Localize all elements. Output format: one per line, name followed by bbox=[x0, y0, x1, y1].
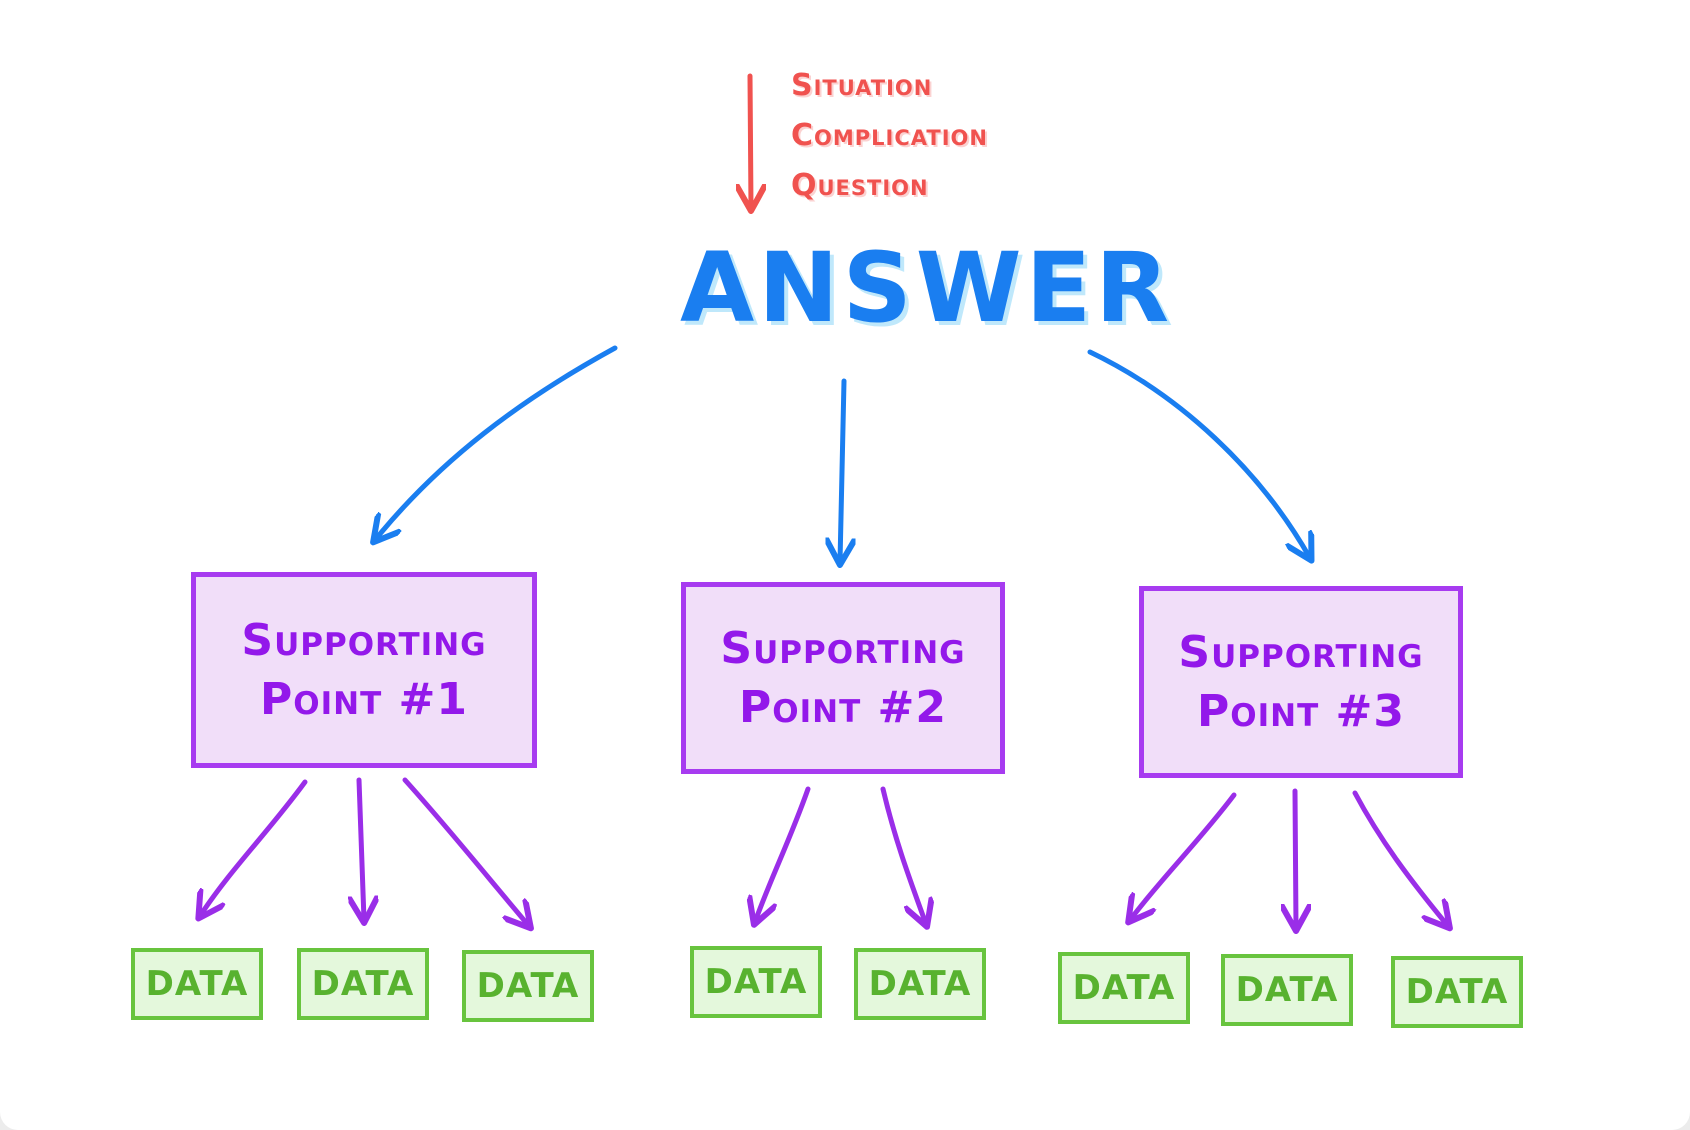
point-2-data-1: DATA bbox=[690, 946, 822, 1018]
point-1-to-data-3-arrow bbox=[402, 777, 529, 926]
intro-arrow bbox=[750, 73, 751, 208]
point-3-to-data-1-arrow bbox=[1130, 792, 1237, 920]
supporting-point-2-line1: Supporting bbox=[720, 622, 966, 674]
point-1-to-data-2-arrow bbox=[359, 777, 364, 920]
supporting-point-1-line2: Point #1 bbox=[259, 674, 469, 725]
point-3-to-data-2-arrow bbox=[1295, 788, 1296, 928]
answer-to-point-3-arrow bbox=[1087, 349, 1310, 558]
intro-question: Question bbox=[791, 168, 929, 203]
point-1-to-data-1-arrow bbox=[200, 779, 308, 916]
answer-to-point-2-arrow bbox=[840, 378, 844, 562]
point-1-data-3: DATA bbox=[462, 950, 594, 1022]
answer-label: ANSWER bbox=[680, 232, 1174, 344]
point-3-to-data-3-arrow bbox=[1352, 790, 1448, 926]
point-2-to-data-1-arrow bbox=[755, 786, 811, 922]
point-3-data-1: DATA bbox=[1058, 952, 1190, 1024]
point-3-data-2: DATA bbox=[1221, 954, 1353, 1026]
supporting-point-2-line2: Point #2 bbox=[738, 682, 948, 733]
answer-to-point-1-arrow bbox=[375, 345, 618, 540]
supporting-point-2: Supporting Point #2 bbox=[681, 582, 1005, 774]
supporting-point-1: Supporting Point #1 bbox=[191, 572, 537, 768]
point-3-data-3: DATA bbox=[1391, 956, 1523, 1028]
supporting-point-3: Supporting Point #3 bbox=[1139, 586, 1463, 778]
intro-situation: Situation bbox=[791, 68, 933, 103]
point-1-data-1: DATA bbox=[131, 948, 263, 1020]
point-2-data-2: DATA bbox=[854, 948, 986, 1020]
supporting-point-3-line1: Supporting bbox=[1178, 626, 1424, 678]
supporting-point-1-line1: Supporting bbox=[241, 614, 487, 666]
point-1-data-2: DATA bbox=[297, 948, 429, 1020]
point-2-to-data-2-arrow bbox=[880, 786, 926, 924]
intro-complication: Complication bbox=[791, 118, 988, 153]
supporting-point-3-line2: Point #3 bbox=[1196, 686, 1406, 737]
